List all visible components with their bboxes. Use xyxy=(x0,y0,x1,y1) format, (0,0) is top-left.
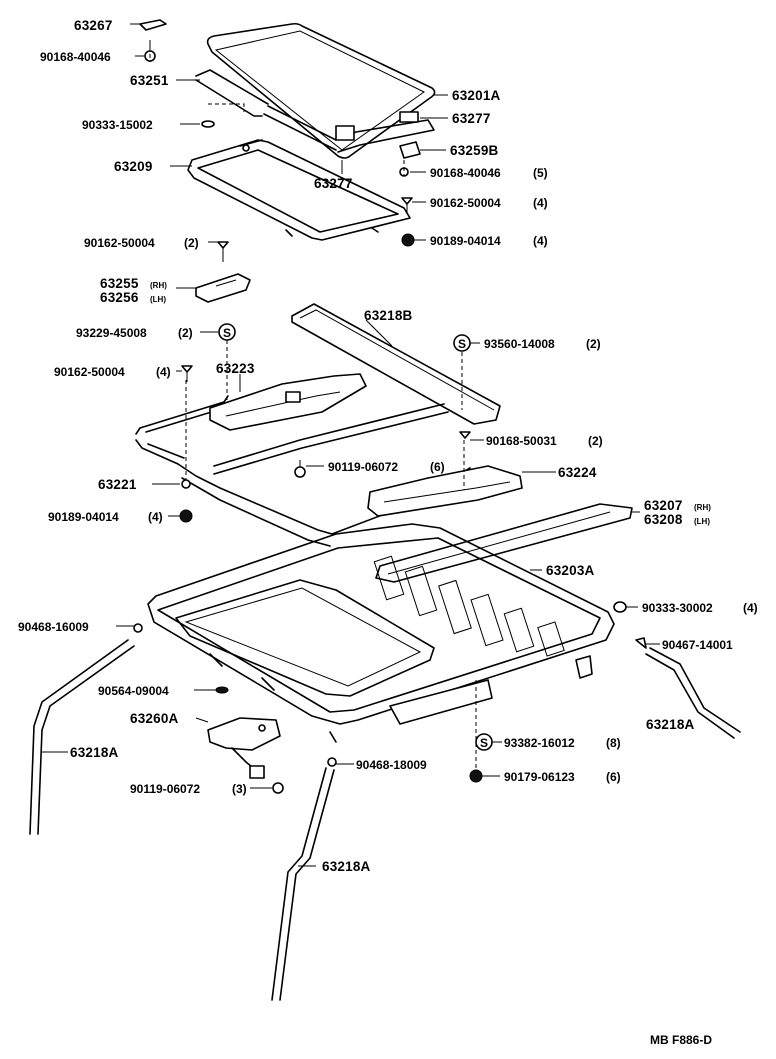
label-90119-06072-b: 90119-06072 xyxy=(130,782,200,796)
fasteners xyxy=(133,19,647,794)
label-90162-50004-c: 90162-50004 xyxy=(54,365,125,379)
svg-text:S: S xyxy=(480,736,488,750)
label-90168-50031: 90168-50031 xyxy=(486,434,557,448)
suffix-63255: (RH) xyxy=(150,281,167,290)
alignment-lines xyxy=(149,40,477,770)
label-93229-45008: 93229-45008 xyxy=(76,326,147,340)
label-63203A: 63203A xyxy=(546,563,595,578)
qty-90119-06072-b: (3) xyxy=(232,782,247,796)
label-90468-16009: 90468-16009 xyxy=(18,620,89,634)
qty-93229-45008: (2) xyxy=(178,326,193,340)
label-90468-18009: 90468-18009 xyxy=(356,758,427,772)
label-63218B: 63218B xyxy=(364,308,413,323)
qty-90189-04014-b: (4) xyxy=(148,510,163,524)
label-63251: 63251 xyxy=(130,73,169,88)
label-63267: 63267 xyxy=(74,18,113,33)
qty-93382-16012: (8) xyxy=(606,736,621,750)
slider-63224 xyxy=(367,465,523,517)
label-63218A-c: 63218A xyxy=(322,859,371,874)
part-labels: 63267 90168-40046 63251 63201A 90333-150… xyxy=(18,18,758,1047)
s-mark-93382: S xyxy=(475,733,493,751)
drain-hose-right xyxy=(645,647,741,739)
qty-90162-50004-a: (4) xyxy=(533,196,548,210)
label-90333-30002: 90333-30002 xyxy=(642,601,713,615)
label-63277-b: 63277 xyxy=(314,176,353,191)
label-63218A-a: 63218A xyxy=(646,717,695,732)
label-63207: 63207 xyxy=(644,498,683,513)
bracket-63255 xyxy=(195,273,251,303)
label-90168-40046-a: 90168-40046 xyxy=(40,50,111,64)
qty-90168-50031: (2) xyxy=(588,434,603,448)
label-90162-50004-b: 90162-50004 xyxy=(84,236,155,250)
qty-90162-50004-c: (4) xyxy=(156,365,171,379)
qty-90119-06072-a: (6) xyxy=(430,460,445,474)
cable-motor-63260A xyxy=(207,717,281,779)
leader-lines xyxy=(42,23,660,867)
qty-93560-14008: (2) xyxy=(586,337,601,351)
label-63224: 63224 xyxy=(558,465,597,480)
qty-90189-04014-a: (4) xyxy=(533,234,548,248)
label-63260A: 63260A xyxy=(130,711,179,726)
label-63209: 63209 xyxy=(114,159,153,174)
glass-frame-63209 xyxy=(187,139,411,241)
suffix-63208: (LH) xyxy=(694,517,710,526)
label-63259B: 63259B xyxy=(450,143,499,158)
label-90467-14001: 90467-14001 xyxy=(662,638,733,652)
label-90189-04014-b: 90189-04014 xyxy=(48,510,119,524)
slider-63223 xyxy=(209,373,449,475)
qty-90162-50004-b: (2) xyxy=(184,236,199,250)
qty-90179-06123: (6) xyxy=(606,770,621,784)
label-90564-09004: 90564-09004 xyxy=(98,684,169,698)
suffix-63207: (RH) xyxy=(694,503,711,512)
qty-90168-40046-b: (5) xyxy=(533,166,548,180)
s-mark-93229: S xyxy=(218,323,236,341)
label-90162-50004-a: 90162-50004 xyxy=(430,196,501,210)
label-93560-14008: 93560-14008 xyxy=(484,337,555,351)
suffix-63256: (LH) xyxy=(150,295,166,304)
svg-text:S: S xyxy=(458,337,466,351)
diagram-footer-code: MB F886-D xyxy=(650,1033,712,1047)
svg-text:S: S xyxy=(223,326,231,340)
sunroof-glass-panel xyxy=(206,22,436,159)
label-63218A-b: 63218A xyxy=(70,745,119,760)
label-63201A: 63201A xyxy=(452,88,501,103)
label-63221: 63221 xyxy=(98,477,137,492)
glass-weatherstrip xyxy=(195,69,435,153)
drain-hose-bottom xyxy=(271,767,335,1001)
label-63256: 63256 xyxy=(100,290,139,305)
label-90333-15002: 90333-15002 xyxy=(82,118,153,132)
rail-63207-63208 xyxy=(375,503,633,583)
label-63223: 63223 xyxy=(216,361,255,376)
label-93382-16012: 93382-16012 xyxy=(504,736,575,750)
label-63277-a: 63277 xyxy=(452,111,491,126)
label-90119-06072-a: 90119-06072 xyxy=(328,460,398,474)
label-90168-40046-b: 90168-40046 xyxy=(430,166,501,180)
qty-90333-30002: (4) xyxy=(743,601,758,615)
drain-hose-left xyxy=(29,639,135,835)
label-90189-04014-a: 90189-04014 xyxy=(430,234,501,248)
s-mark-93560: S xyxy=(453,334,471,352)
rail-63218B xyxy=(291,303,501,425)
label-63208: 63208 xyxy=(644,512,683,527)
label-63255: 63255 xyxy=(100,276,139,291)
label-90179-06123: 90179-06123 xyxy=(504,770,575,784)
housing-63203A xyxy=(147,523,615,743)
